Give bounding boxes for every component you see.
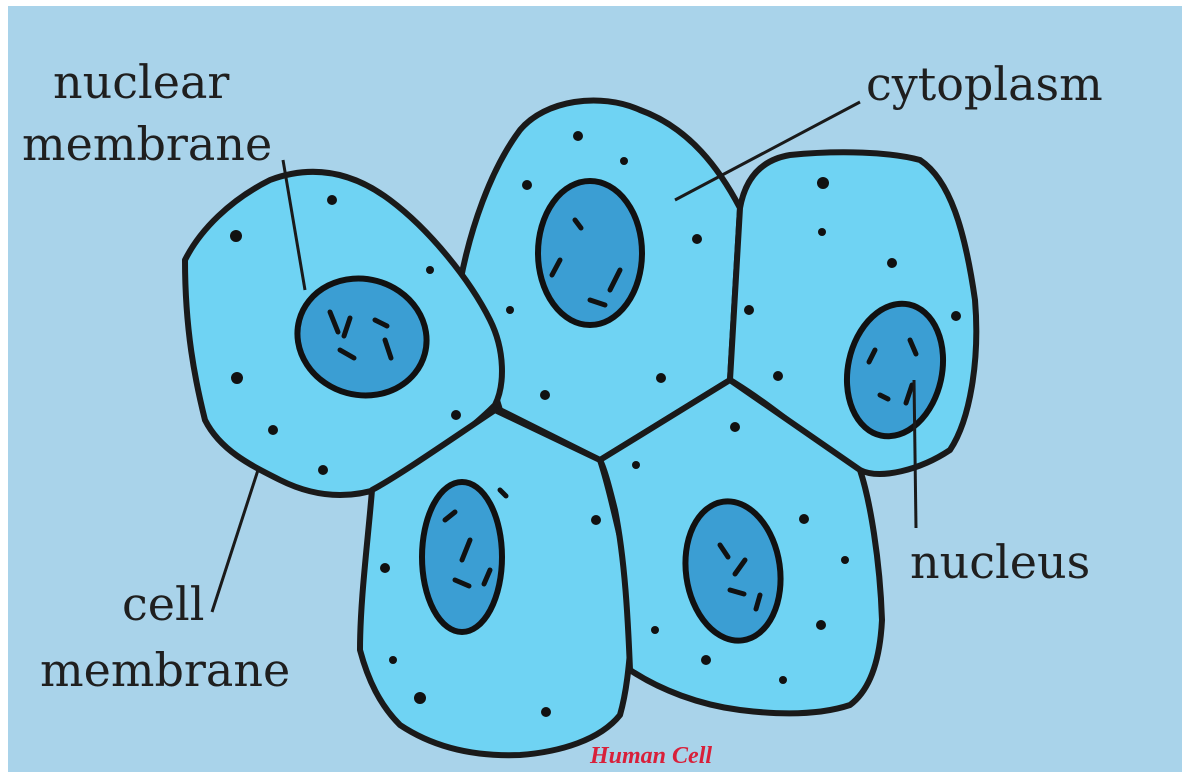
label-nuclear-membrane-line2: membrane xyxy=(22,117,272,171)
nucleus-top-middle xyxy=(538,181,642,325)
label-nucleus: nucleus xyxy=(910,535,1090,589)
label-nuclear-membrane-line1: nuclear xyxy=(53,55,229,109)
label-cell-membrane-line1: cell xyxy=(122,577,204,631)
label-cytoplasm: cytoplasm xyxy=(866,57,1103,111)
leader-nucleus xyxy=(914,380,916,528)
leader-cell-membrane xyxy=(212,470,258,612)
label-cell-membrane-line2: membrane xyxy=(40,643,290,697)
figure-caption: Human Cell xyxy=(589,743,712,769)
